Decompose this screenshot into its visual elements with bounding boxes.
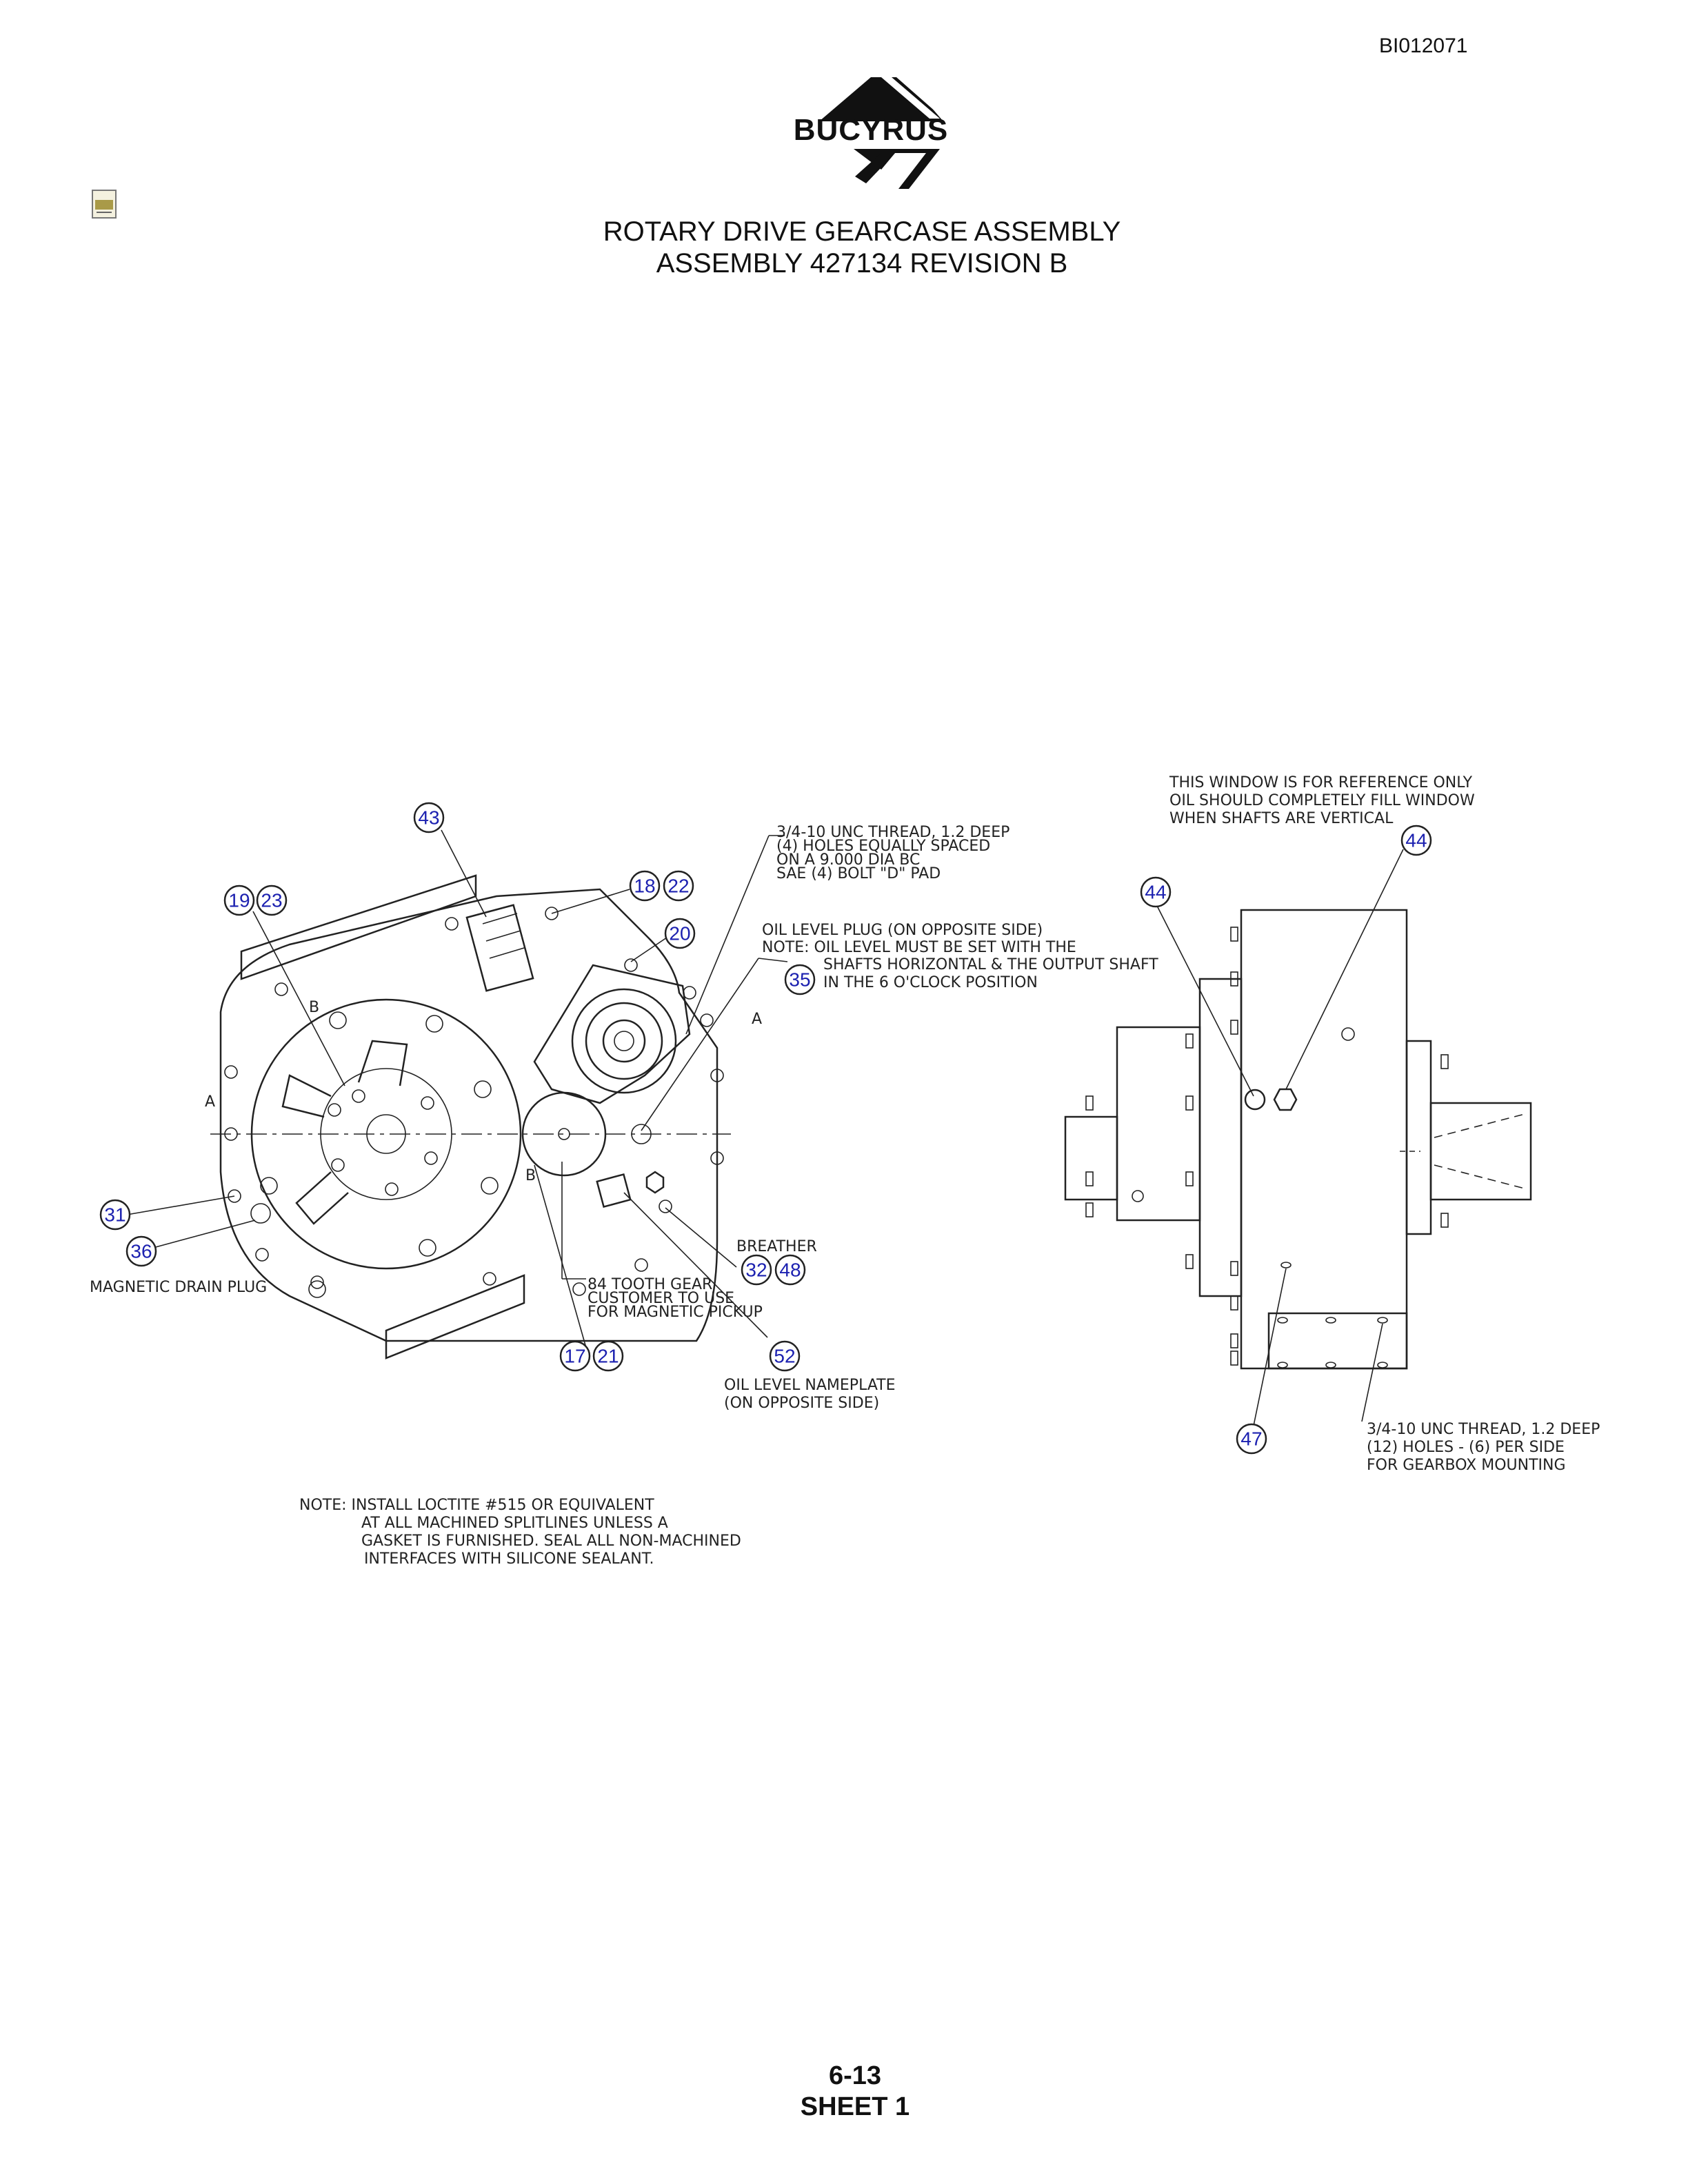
svg-text:OIL LEVEL NAMEPLATE: OIL LEVEL NAMEPLATE	[724, 1377, 896, 1394]
section-a-left: A	[205, 1093, 215, 1111]
callout-20: 20	[664, 918, 696, 949]
svg-text:3/4-10 UNC THREAD, 1.2 DEEP: 3/4-10 UNC THREAD, 1.2 DEEP	[1367, 1421, 1600, 1438]
svg-text:32: 32	[745, 1260, 767, 1281]
svg-text:3/4-10 UNC THREAD, 1.2 DEEP: 3/4-10 UNC THREAD, 1.2 DEEP	[776, 824, 1009, 841]
breather-label: BREATHER	[736, 1238, 817, 1255]
bucyrus-logo: BUCYRUS	[778, 73, 971, 190]
install-note: NOTE: INSTALL LOCTITE #515 OR EQUIVALENT…	[299, 1497, 741, 1568]
callout-19: 19	[223, 884, 255, 916]
document-id: BI012071	[1379, 34, 1468, 57]
svg-text:48: 48	[779, 1260, 801, 1281]
svg-text:52: 52	[774, 1346, 795, 1367]
svg-text:THIS WINDOW IS FOR REFERENCE O: THIS WINDOW IS FOR REFERENCE ONLY	[1169, 774, 1473, 791]
svg-text:35: 35	[789, 969, 810, 991]
svg-text:OIL LEVEL PLUG (ON OPPOSITE SI: OIL LEVEL PLUG (ON OPPOSITE SIDE)	[762, 922, 1043, 939]
svg-text:84 TOOTH GEAR: 84 TOOTH GEAR	[587, 1276, 712, 1293]
svg-text:CUSTOMER TO USE: CUSTOMER TO USE	[587, 1290, 734, 1307]
oil-level-plug-note: OIL LEVEL PLUG (ON OPPOSITE SIDE) NOTE: …	[762, 922, 1158, 991]
callout-43: 43	[413, 802, 445, 833]
svg-text:36: 36	[130, 1241, 152, 1262]
svg-text:WHEN SHAFTS ARE VERTICAL: WHEN SHAFTS ARE VERTICAL	[1169, 810, 1394, 827]
svg-text:INTERFACES WITH SILICONE SEALA: INTERFACES WITH SILICONE SEALANT.	[364, 1550, 654, 1568]
gear-84-note: 84 TOOTH GEAR CUSTOMER TO USE FOR MAGNET…	[587, 1276, 763, 1321]
svg-text:FOR MAGNETIC PICKUP: FOR MAGNETIC PICKUP	[587, 1304, 763, 1321]
drawing-title: ROTARY DRIVE GEARCASE ASSEMBLY	[603, 216, 1121, 247]
svg-text:20: 20	[669, 923, 690, 944]
svg-text:GASKET IS FURNISHED. SEAL ALL: GASKET IS FURNISHED. SEAL ALL NON-MACHIN…	[361, 1533, 741, 1550]
logo-mountain-icon	[819, 77, 952, 189]
section-b-top: B	[309, 999, 319, 1016]
svg-text:IN THE 6 O'CLOCK POSITION: IN THE 6 O'CLOCK POSITION	[823, 974, 1038, 991]
svg-text:OIL SHOULD COMPLETELY FILL WIN: OIL SHOULD COMPLETELY FILL WINDOW	[1169, 792, 1475, 809]
svg-text:AT ALL MACHINED SPLITLINES UNL: AT ALL MACHINED SPLITLINES UNLESS A	[361, 1515, 668, 1532]
svg-text:22: 22	[667, 876, 689, 897]
thread-note-top: 3/4-10 UNC THREAD, 1.2 DEEP (4) HOLES EQ…	[776, 824, 1009, 882]
logo-wordmark: BUCYRUS	[793, 113, 949, 147]
svg-text:21: 21	[597, 1346, 619, 1367]
callout-52: 52	[769, 1340, 801, 1372]
callout-48: 48	[774, 1254, 806, 1286]
callout-22: 22	[663, 870, 694, 902]
callout-31: 31	[99, 1199, 131, 1231]
drawing-subtitle: ASSEMBLY 427134 REVISION B	[656, 248, 1068, 279]
callout-17: 17	[559, 1340, 591, 1372]
section-a-right: A	[752, 1011, 762, 1028]
callout-21: 21	[592, 1340, 624, 1372]
sheet-number: SHEET 1	[800, 2092, 910, 2121]
svg-text:SAE (4) BOLT "D" PAD: SAE (4) BOLT "D" PAD	[776, 865, 941, 882]
callout-18: 18	[629, 870, 661, 902]
magnetic-drain-plug-label: MAGNETIC DRAIN PLUG	[90, 1279, 267, 1296]
section-b-bottom: B	[525, 1167, 536, 1184]
callout-23: 23	[256, 884, 288, 916]
side-view	[1064, 909, 1532, 1370]
svg-text:31: 31	[104, 1204, 125, 1226]
callout-32: 32	[741, 1254, 772, 1286]
svg-text:17: 17	[564, 1346, 585, 1367]
svg-text:NOTE: OIL LEVEL MUST BE SET WI: NOTE: OIL LEVEL MUST BE SET WITH THE	[762, 939, 1076, 956]
callout-36: 36	[125, 1235, 157, 1267]
svg-text:44: 44	[1145, 882, 1166, 903]
svg-text:47: 47	[1240, 1428, 1262, 1450]
svg-text:(ON OPPOSITE SIDE): (ON OPPOSITE SIDE)	[724, 1395, 879, 1412]
svg-text:ON A 9.000 DIA BC: ON A 9.000 DIA BC	[776, 851, 920, 869]
svg-text:SHAFTS HORIZONTAL & THE OUTPUT: SHAFTS HORIZONTAL & THE OUTPUT SHAFT	[823, 956, 1158, 973]
attachment-icon[interactable]	[90, 188, 120, 221]
nameplate-note: OIL LEVEL NAMEPLATE (ON OPPOSITE SIDE)	[724, 1377, 896, 1412]
svg-text:(12) HOLES - (6) PER SIDE: (12) HOLES - (6) PER SIDE	[1367, 1439, 1565, 1456]
page-number: 6-13	[828, 2061, 882, 2090]
callout-47: 47	[1236, 1423, 1267, 1455]
svg-text:44: 44	[1405, 830, 1427, 851]
thread-note-bottom: 3/4-10 UNC THREAD, 1.2 DEEP (12) HOLES -…	[1367, 1421, 1600, 1474]
leader-lines	[126, 829, 1404, 1426]
window-note: THIS WINDOW IS FOR REFERENCE ONLY OIL SH…	[1169, 774, 1475, 827]
svg-text:19: 19	[228, 890, 250, 911]
svg-text:NOTE: INSTALL LOCTITE #515 OR: NOTE: INSTALL LOCTITE #515 OR EQUIVALENT	[299, 1497, 654, 1514]
front-view: A A B B	[205, 874, 762, 1359]
callout-44-left: 44	[1140, 876, 1172, 908]
svg-text:43: 43	[418, 807, 439, 829]
callout-44-right: 44	[1400, 825, 1432, 856]
svg-text:FOR GEARBOX MOUNTING: FOR GEARBOX MOUNTING	[1367, 1457, 1566, 1474]
svg-text:23: 23	[261, 890, 282, 911]
svg-text:18: 18	[634, 876, 655, 897]
svg-text:(4) HOLES EQUALLY SPACED: (4) HOLES EQUALLY SPACED	[776, 838, 990, 855]
callout-35: 35	[784, 964, 816, 995]
